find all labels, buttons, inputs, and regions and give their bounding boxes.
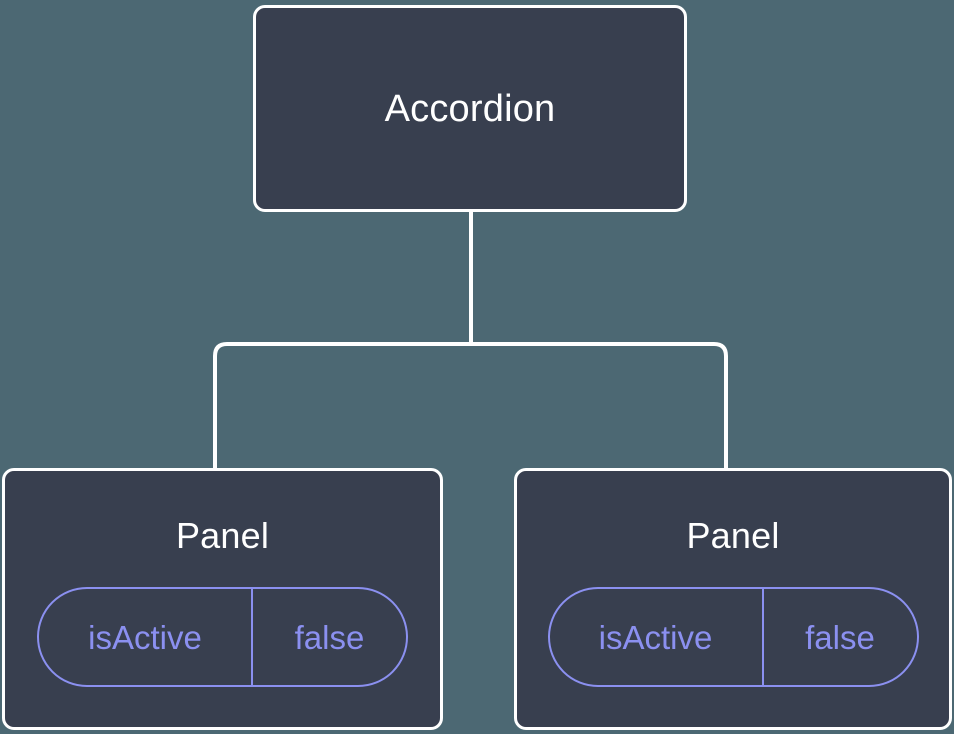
- edge-bus-right: [471, 342, 728, 472]
- node-accordion-label: Accordion: [384, 87, 556, 130]
- node-panel-right-label: Panel: [686, 515, 780, 556]
- prop-key-left: isActive: [39, 589, 253, 685]
- node-accordion[interactable]: Accordion: [253, 5, 687, 212]
- node-panel-left[interactable]: Panel isActive false: [2, 468, 443, 730]
- prop-value-left: false: [294, 618, 365, 656]
- prop-pill-left[interactable]: isActive false: [37, 587, 408, 687]
- prop-key-right: isActive: [550, 589, 764, 685]
- prop-pill-right[interactable]: isActive false: [547, 587, 919, 687]
- node-panel-left-label: Panel: [175, 515, 270, 556]
- node-panel-right[interactable]: Panel isActive false: [514, 468, 952, 730]
- prop-value-right: false: [805, 618, 875, 656]
- edge-bus-left: [213, 342, 471, 472]
